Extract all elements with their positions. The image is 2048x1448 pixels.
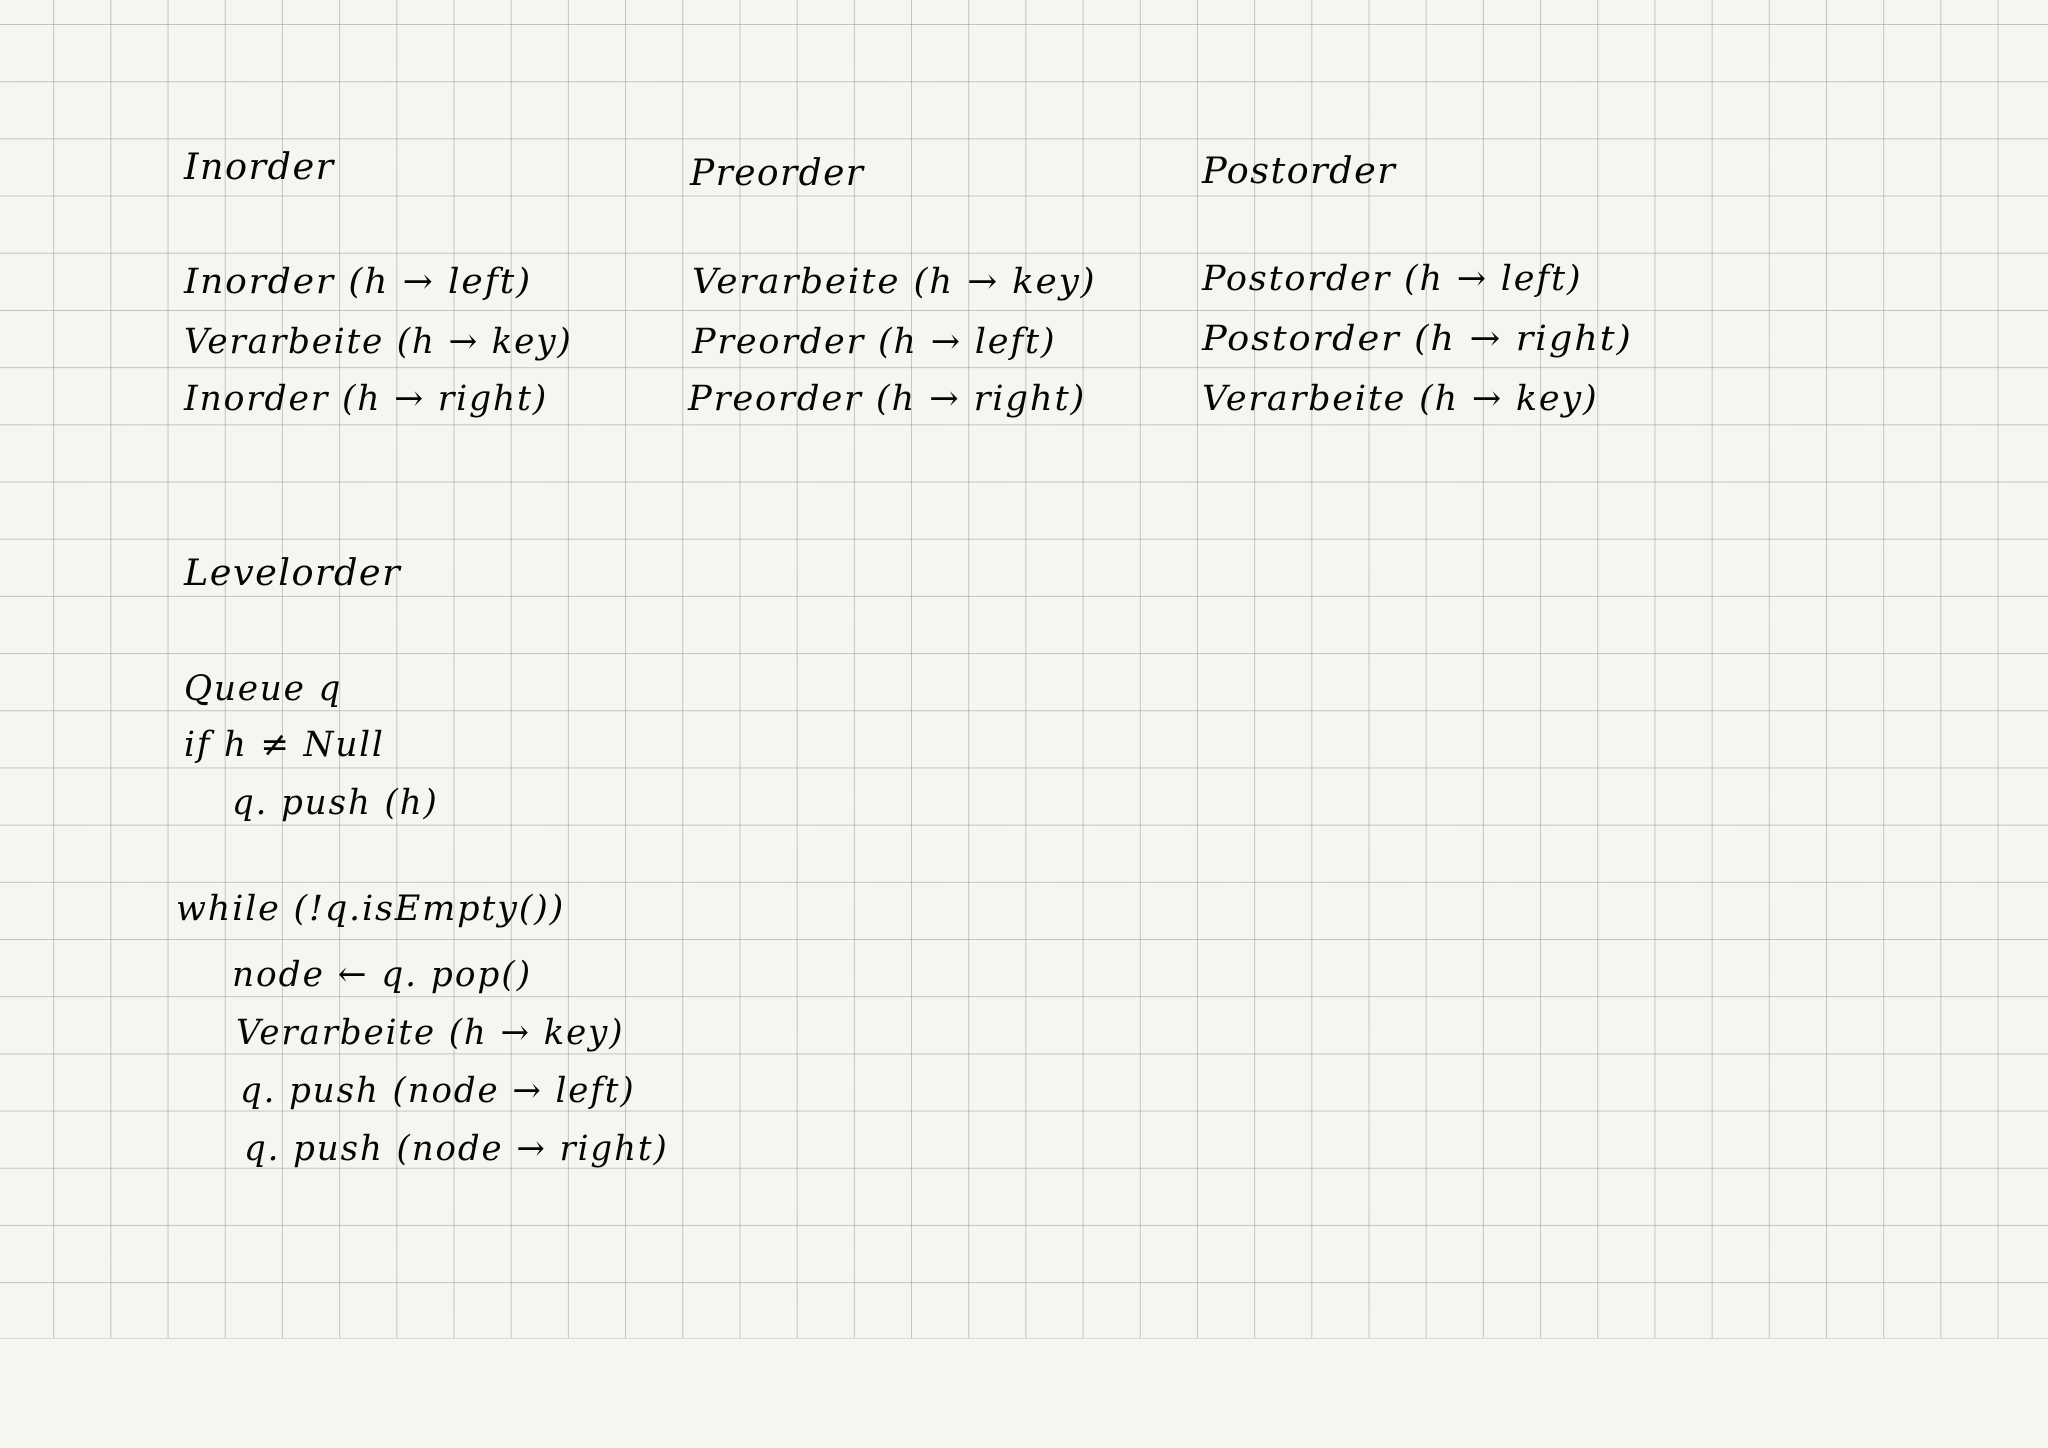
levelorder-line-1: Queue q bbox=[184, 669, 343, 709]
levelorder-line-4: while (!q.isEmpty()) bbox=[176, 889, 566, 929]
preorder-heading: Preorder bbox=[690, 153, 865, 194]
inorder-line-2: Verarbeite (h → key) bbox=[184, 322, 573, 362]
levelorder-line-8: q. push (node → right) bbox=[244, 1129, 669, 1169]
inorder-line-1: Inorder (h → left) bbox=[184, 262, 533, 302]
inorder-heading: Inorder bbox=[184, 147, 335, 188]
preorder-line-3: Preorder (h → right) bbox=[688, 379, 1087, 419]
postorder-line-3: Verarbeite (h → key) bbox=[1202, 379, 1599, 419]
postorder-line-2: Postorder (h → right) bbox=[1202, 319, 1633, 359]
grid-lines bbox=[0, 0, 2048, 1340]
levelorder-heading: Levelorder bbox=[184, 553, 402, 594]
levelorder-line-6: Verarbeite (h → key) bbox=[236, 1013, 625, 1053]
postorder-heading: Postorder bbox=[1202, 151, 1397, 192]
levelorder-line-2: if h ≠ Null bbox=[184, 725, 385, 765]
postorder-line-1: Postorder (h → left) bbox=[1202, 259, 1583, 299]
preorder-line-2: Preorder (h → left) bbox=[692, 322, 1057, 362]
levelorder-line-3: q. push (h) bbox=[232, 783, 439, 823]
page-margin bbox=[0, 1338, 2048, 1448]
levelorder-line-5: node ← q. pop() bbox=[232, 955, 533, 995]
preorder-line-1: Verarbeite (h → key) bbox=[692, 262, 1097, 302]
levelorder-line-7: q. push (node → left) bbox=[240, 1071, 636, 1111]
inorder-line-3: Inorder (h → right) bbox=[184, 379, 549, 419]
